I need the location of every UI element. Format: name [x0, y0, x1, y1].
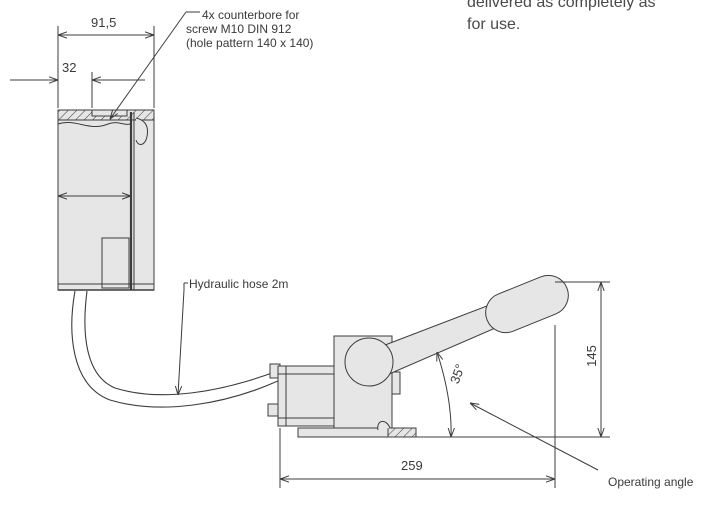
counterbore-label-line2: screw M10 DIN 912	[186, 22, 292, 36]
dim-width-top: 91,5	[90, 15, 118, 30]
hose-label: Hydraulic hose 2m	[189, 277, 289, 291]
intro-text-line2: for use.	[467, 16, 521, 33]
counterbore-label-line3: (hole pattern 140 x 140)	[186, 36, 314, 50]
counterbore-label-line1: 4x counterbore for	[202, 8, 300, 22]
pedal-unit	[267, 274, 569, 438]
dim-length: 259	[400, 458, 424, 473]
operating-angle-label: Operating angle	[608, 475, 694, 489]
intro-text-line1: delivered as completely as	[467, 0, 656, 11]
pump-housing	[57, 109, 155, 291]
hydraulic-hose	[71, 282, 281, 408]
dim-offset: 32	[61, 60, 78, 75]
